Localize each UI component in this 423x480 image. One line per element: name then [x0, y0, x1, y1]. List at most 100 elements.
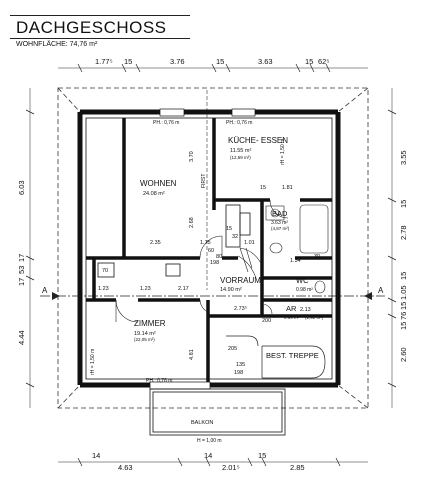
- living-area-subtitle: WOHNFLÄCHE: 74,76 m²: [16, 41, 98, 48]
- dim-inner-19: 198: [210, 260, 219, 266]
- dim-inner-11: 2.17: [178, 286, 189, 292]
- dim-top-0: 1.77⁵: [95, 57, 113, 66]
- dim-right-5: 15: [399, 302, 408, 310]
- dim-inner-8: 4.81: [189, 349, 195, 360]
- dim-right-7: 15: [399, 322, 408, 330]
- dim-top-6: 62⁵: [318, 57, 329, 66]
- bottom-dimensions: 14 4.63 14 2.01⁵ 15 2.85: [92, 451, 305, 472]
- dim-right-2: 2.78: [399, 225, 408, 240]
- left-dimensions: 6.03 17 53 17 4.44: [17, 180, 26, 345]
- dim-inner-21: 200: [262, 318, 271, 324]
- dim-top-4: 3.63: [258, 57, 273, 66]
- dim-bottom-0: 14: [92, 451, 100, 460]
- misc-labels: PH.: 0,76 m PH.: 0,76 m PH.: 0,76 m rH =…: [90, 120, 286, 384]
- room-name-vorraum: VORRAUM: [220, 276, 261, 285]
- parapet-height-kueche: PH.: 0,76 m: [226, 120, 252, 126]
- dim-inner-15: 1.01: [244, 240, 255, 246]
- dim-top-2: 3.76: [170, 57, 185, 66]
- dim-inner-16: 1.34: [290, 258, 301, 264]
- dim-top-5: 15: [305, 57, 313, 66]
- room-name-treppe: BEST. TREPPE: [266, 351, 319, 360]
- balkon-height: H = 1,00 m: [197, 438, 222, 444]
- parapet-height-wohnen: PH.: 0,76 m: [153, 120, 179, 126]
- dim-inner-4: 15: [260, 185, 266, 191]
- door-swings: [115, 199, 289, 323]
- dim-bottom-2: 14: [204, 451, 212, 460]
- section-marker-right: A: [378, 286, 384, 295]
- dim-right-8: 2.60: [399, 347, 408, 362]
- dim-top-3: 15: [216, 57, 224, 66]
- room-height-zimmer: rH = 1,50 m: [90, 349, 96, 375]
- section-line-a: [40, 292, 385, 300]
- dim-left-2: 53: [17, 266, 26, 274]
- dim-right-3: 15: [399, 272, 408, 280]
- dim-inner-6: 2.13: [300, 307, 311, 313]
- dim-right-6: 76: [399, 312, 408, 320]
- room-area-wohnen: 24.08 m²: [143, 191, 165, 197]
- dim-left-3: 17: [17, 278, 26, 286]
- balcony: [149, 388, 286, 436]
- dim-right-0: 3.55: [399, 150, 408, 165]
- dim-right-1: 15: [399, 200, 408, 208]
- dim-inner-22: 205: [228, 346, 237, 352]
- ridge-label: FIRST: [201, 174, 207, 188]
- dimension-lines: [29, 67, 393, 463]
- room-area2-ar: (1,92 m²): [305, 315, 324, 320]
- dim-top-1: 15: [124, 57, 132, 66]
- top-dimensions: 1.77⁵ 15 3.76 15 3.63 15 62⁵: [95, 57, 329, 66]
- dim-inner-0: 3.70: [189, 151, 195, 162]
- dim-bottom-5: 2.85: [290, 463, 305, 472]
- dim-inner-7: 2.73⁵: [234, 305, 247, 312]
- section-marker-left: A: [42, 286, 48, 295]
- dim-left-1: 17: [17, 254, 26, 262]
- parapet-height-zimmer: PH.: 0,76 m: [146, 378, 172, 384]
- page-title: DACHGESCHOSS: [16, 18, 167, 37]
- right-dimensions: 3.55 15 2.78 15 1.05 15 76 15 2.60: [399, 150, 408, 362]
- outer-walls: [77, 109, 341, 388]
- room-area2-zimmer: (22,05 m²): [134, 337, 155, 342]
- dim-inner-18: 60: [208, 248, 214, 254]
- dim-left-0: 6.03: [17, 180, 26, 195]
- room-labels: WOHNEN 24.08 m² KÜCHE- ESSEN 11.55 m² (1…: [134, 136, 324, 444]
- room-area-wc: 0.98 m²: [296, 287, 313, 293]
- room-name-wc: WC: [296, 276, 309, 285]
- dim-inner-20: 80: [216, 254, 222, 260]
- interior-walls: [86, 118, 332, 385]
- dim-inner-10: 1.23: [140, 286, 151, 292]
- stair-vorraum: [237, 247, 263, 279]
- dim-inner-9: 1.23: [98, 286, 109, 292]
- room-name-balkon: BALKON: [191, 420, 213, 426]
- room-area2-bad: (4,87 m²): [271, 226, 290, 231]
- dim-bottom-1: 4.63: [118, 463, 133, 472]
- room-area2-kueche: (12,69 m²): [230, 155, 251, 160]
- inner-dimensions: 3.70 2.68 2.35 1.75 15 1.81 2.13 2.73⁵ 4…: [98, 151, 320, 376]
- dim-bottom-4: 15: [258, 451, 266, 460]
- dim-inner-3: 1.75: [200, 240, 211, 246]
- dim-inner-13: 15: [226, 226, 232, 232]
- dimension-ticks: [25, 63, 397, 467]
- dim-inner-5: 1.81: [282, 185, 293, 191]
- shaft-blocks: [97, 204, 251, 278]
- dim-inner-2: 2.35: [150, 240, 161, 246]
- room-name-zimmer: ZIMMER: [134, 319, 166, 328]
- dim-bottom-3: 2.01⁵: [222, 463, 240, 472]
- room-height-kueche: rH = 1,50 m: [280, 139, 286, 165]
- room-area-ar: 0.99 m²: [284, 315, 300, 320]
- room-name-bad: BAD: [272, 209, 288, 218]
- dim-inner-12: 70: [102, 268, 108, 274]
- dim-right-4: 1.05: [399, 285, 408, 300]
- dim-inner-23: 135: [236, 362, 245, 368]
- dim-inner-17: 30: [314, 254, 320, 260]
- roof-outline: [57, 87, 369, 409]
- room-name-ar: AR: [286, 304, 297, 313]
- stair-existing: [226, 335, 326, 379]
- room-area-zimmer: 19.14 m²: [134, 331, 156, 337]
- dim-inner-1: 2.68: [189, 217, 195, 228]
- dim-inner-24: 198: [234, 370, 243, 376]
- bathroom-fixtures: [265, 204, 329, 294]
- room-name-kueche: KÜCHE- ESSEN: [228, 136, 288, 145]
- dim-left-4: 4.44: [17, 330, 26, 345]
- room-area-vorraum: 14.90 m²: [220, 287, 242, 293]
- room-area-kueche: 11.55 m²: [230, 148, 251, 154]
